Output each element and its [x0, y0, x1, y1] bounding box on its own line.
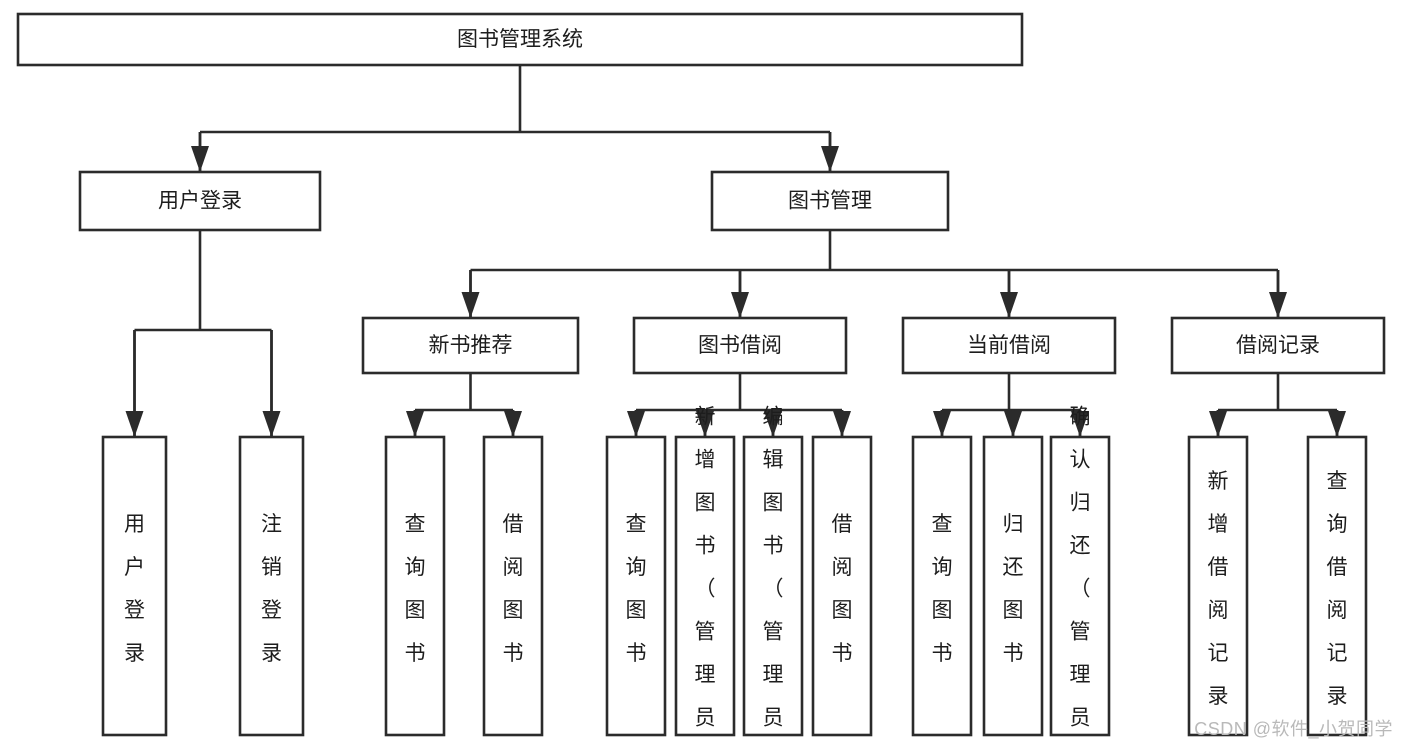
- arrow-head-current-borrow-2: [1071, 411, 1089, 437]
- node-book-management[interactable]: 图书管理: [710, 170, 950, 232]
- node-label-add-book-admin: 新增图书（管理员）: [695, 405, 716, 747]
- node-label-user-logout-action: 注销登录: [261, 513, 282, 665]
- arrow-head-book-management-3: [1269, 292, 1287, 318]
- node-box-query-book-current: [911, 435, 973, 737]
- node-query-book-rec[interactable]: 查询图书: [384, 435, 446, 737]
- node-box-new-book-recommend: [361, 316, 580, 375]
- arrow-head-book-borrow-2: [764, 411, 782, 437]
- node-new-book-recommend[interactable]: 新书推荐: [361, 316, 580, 375]
- arrow-head-book-management-1: [731, 292, 749, 318]
- edge-group-book-management: [461, 230, 1287, 318]
- node-box-current-borrow: [901, 316, 1117, 375]
- node-query-borrow-record[interactable]: 查询借阅记录: [1306, 435, 1368, 737]
- node-label-query-book-borrow: 查询图书: [626, 513, 647, 665]
- node-box-edit-book-admin: [742, 435, 804, 737]
- node-add-borrow-record[interactable]: 新增借阅记录: [1187, 435, 1249, 737]
- arrow-head-book-borrow-3: [833, 411, 851, 437]
- node-label-query-book-current: 查询图书: [932, 513, 953, 665]
- node-box-user-login-action: [101, 435, 168, 737]
- arrow-head-book-borrow-0: [627, 411, 645, 437]
- node-box-book-management: [710, 170, 950, 232]
- arrow-head-borrow-record-0: [1209, 411, 1227, 437]
- node-box-user-logout-action: [238, 435, 305, 737]
- node-label-user-login-action: 用户登录: [124, 513, 145, 665]
- node-label-borrow-book-rec: 借阅图书: [503, 513, 524, 665]
- node-return-book[interactable]: 归还图书: [982, 435, 1044, 737]
- edge-group-current-borrow: [933, 373, 1089, 437]
- edge-group-new-book-recommend: [406, 373, 522, 437]
- node-box-query-book-rec: [384, 435, 446, 737]
- node-label-current-borrow: 当前借阅: [967, 334, 1051, 357]
- arrow-head-borrow-record-1: [1328, 411, 1346, 437]
- node-label-book-management: 图书管理: [788, 190, 872, 213]
- arrow-head-new-book-recommend-0: [406, 411, 424, 437]
- node-confirm-return-admin[interactable]: 确认归还（管理员）: [1049, 405, 1111, 747]
- arrow-head-root-0: [191, 146, 209, 172]
- node-box-root: [16, 12, 1024, 67]
- node-box-user-login: [78, 170, 322, 232]
- edge-group-book-borrow: [627, 373, 851, 437]
- node-query-book-borrow[interactable]: 查询图书: [605, 435, 667, 737]
- node-label-root: 图书管理系统: [457, 28, 583, 51]
- node-borrow-record[interactable]: 借阅记录: [1170, 316, 1386, 375]
- node-root[interactable]: 图书管理系统: [16, 12, 1024, 67]
- node-label-user-login: 用户登录: [158, 190, 242, 213]
- node-edit-book-admin[interactable]: 编辑图书（管理员）: [742, 405, 804, 747]
- node-add-book-admin[interactable]: 新增图书（管理员）: [674, 405, 736, 747]
- arrow-head-user-login-1: [262, 411, 281, 437]
- node-user-login-action[interactable]: 用户登录: [101, 435, 168, 737]
- edge-group-borrow-record: [1209, 373, 1346, 437]
- arrow-head-new-book-recommend-1: [504, 411, 522, 437]
- arrow-head-book-management-0: [461, 292, 480, 318]
- watermark-label: CSDN @软件_小贺同学: [1194, 719, 1393, 739]
- node-borrow-book-action[interactable]: 借阅图书: [811, 435, 873, 737]
- node-box-confirm-return-admin: [1049, 435, 1111, 737]
- node-label-query-book-rec: 查询图书: [405, 513, 426, 665]
- node-label-borrow-book-action: 借阅图书: [832, 513, 853, 665]
- arrow-head-current-borrow-0: [933, 411, 951, 437]
- edge-group-root: [191, 65, 839, 172]
- node-label-new-book-recommend: 新书推荐: [429, 334, 513, 357]
- arrow-head-book-management-2: [1000, 292, 1018, 318]
- node-box-borrow-book-rec: [482, 435, 544, 737]
- arrow-head-book-borrow-1: [696, 411, 714, 437]
- node-label-confirm-return-admin: 确认归还（管理员）: [1070, 405, 1091, 747]
- connectors-layer: [125, 65, 1346, 437]
- node-box-book-borrow: [632, 316, 848, 375]
- node-user-login[interactable]: 用户登录: [78, 170, 322, 232]
- node-book-borrow[interactable]: 图书借阅: [632, 316, 848, 375]
- node-box-borrow-record: [1170, 316, 1386, 375]
- edge-group-user-login: [125, 230, 281, 437]
- node-query-book-current[interactable]: 查询图书: [911, 435, 973, 737]
- node-box-return-book: [982, 435, 1044, 737]
- arrow-head-current-borrow-1: [1004, 411, 1022, 437]
- node-label-add-borrow-record: 新增借阅记录: [1208, 470, 1229, 708]
- node-box-add-book-admin: [674, 435, 736, 737]
- node-box-add-borrow-record: [1187, 435, 1249, 737]
- node-user-logout-action[interactable]: 注销登录: [238, 435, 305, 737]
- arrow-head-user-login-0: [125, 411, 144, 437]
- node-label-query-borrow-record: 查询借阅记录: [1327, 470, 1348, 708]
- node-current-borrow[interactable]: 当前借阅: [901, 316, 1117, 375]
- node-box-query-borrow-record: [1306, 435, 1368, 737]
- node-borrow-book-rec[interactable]: 借阅图书: [482, 435, 544, 737]
- node-label-borrow-record: 借阅记录: [1236, 334, 1320, 357]
- node-box-query-book-borrow: [605, 435, 667, 737]
- node-label-edit-book-admin: 编辑图书（管理员）: [763, 405, 784, 747]
- nodes-layer: 图书管理系统用户登录用户登录注销登录图书管理新书推荐查询图书借阅图书图书借阅查询…: [16, 12, 1386, 747]
- arrow-head-root-1: [821, 146, 839, 172]
- node-label-return-book: 归还图书: [1003, 513, 1024, 665]
- node-label-book-borrow: 图书借阅: [698, 334, 782, 357]
- node-box-borrow-book-action: [811, 435, 873, 737]
